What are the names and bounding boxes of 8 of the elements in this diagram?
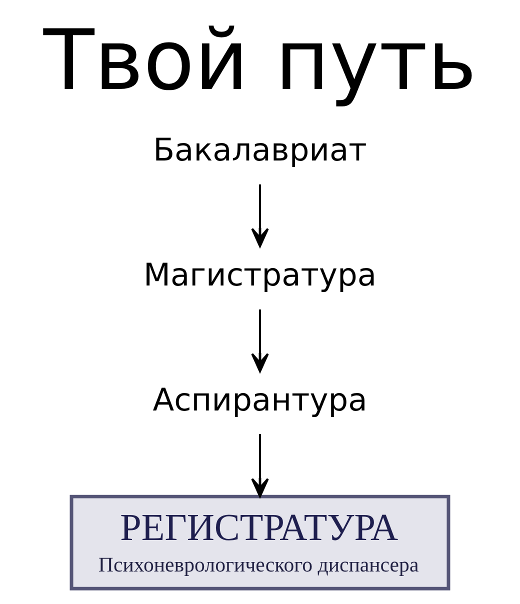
arrow <box>251 184 269 248</box>
arrow <box>251 434 269 498</box>
diagram-title: Твой путь <box>43 12 477 110</box>
node-text: Аспирантура <box>152 382 368 418</box>
node-text: Бакалавриат <box>153 132 367 168</box>
node-box: РЕГИСТРАТУРА Психоневрологического диспансера <box>70 494 450 590</box>
arrow <box>251 309 269 372</box>
node-text: Магистратура <box>143 257 377 294</box>
